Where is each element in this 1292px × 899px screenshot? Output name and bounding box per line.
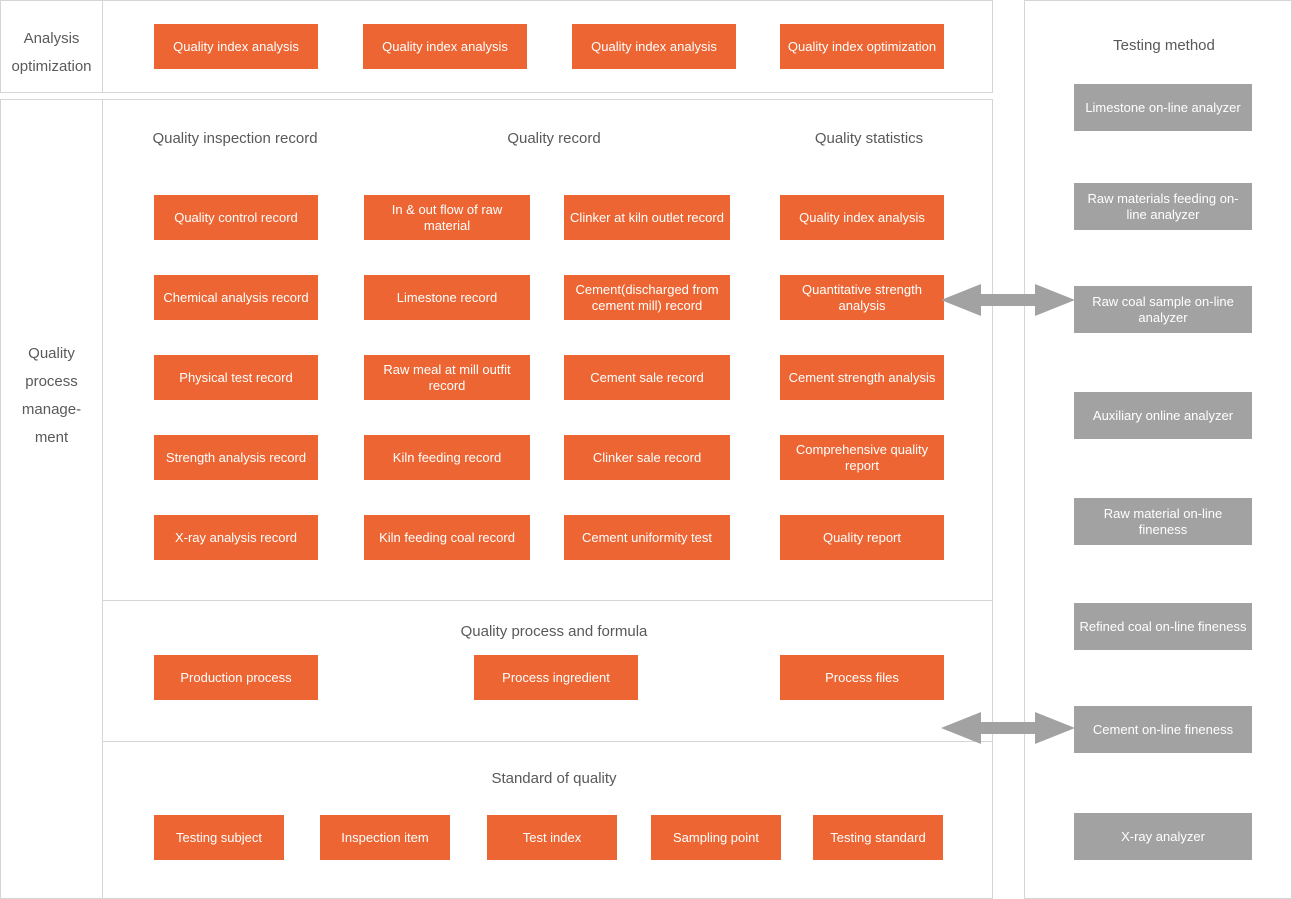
inspection-record-box-5[interactable]: X-ray analysis record <box>154 515 318 560</box>
quality-record-right-box-3-label: Cement sale record <box>590 369 704 385</box>
quality-statistics-box-5-label: Quality report <box>822 529 902 545</box>
quality-record-right-box-2[interactable]: Cement(discharged from cement mill) reco… <box>564 275 730 320</box>
quality-statistics-box-2[interactable]: Quantitative strength analysis <box>780 275 944 320</box>
inspection-record-box-4-label: Strength analysis record <box>165 449 307 465</box>
standard-box-5[interactable]: Testing standard <box>813 815 943 860</box>
inspection-record-box-5-label: X-ray analysis record <box>174 529 298 545</box>
inspection-record-box-3[interactable]: Physical test record <box>154 355 318 400</box>
standard-box-4-label: Sampling point <box>673 829 759 845</box>
quality-statistics-box-1[interactable]: Quality index analysis <box>780 195 944 240</box>
analysis-box-2[interactable]: Quality index analysis <box>363 24 527 69</box>
analysis-box-4[interactable]: Quality index optimization <box>780 24 944 69</box>
section-divider-standard <box>102 741 992 742</box>
quality-process-management-panel: Quality process manage- ment Quality ins… <box>0 99 993 899</box>
heading-quality-inspection-record: Quality inspection record <box>152 130 318 147</box>
quality-statistics-box-4[interactable]: Comprehensive quality report <box>780 435 944 480</box>
inspection-record-box-1-label: Quality control record <box>174 209 298 225</box>
quality-statistics-box-5[interactable]: Quality report <box>780 515 944 560</box>
analysis-box-1-label: Quality index analysis <box>173 38 299 54</box>
testing-method-panel: Testing method Limestone on-line analyze… <box>1024 0 1292 899</box>
formula-box-1-label: Production process <box>180 669 292 685</box>
inspection-record-box-2-label: Chemical analysis record <box>163 289 309 305</box>
standard-box-2-label: Inspection item <box>341 829 429 845</box>
formula-box-3[interactable]: Process files <box>780 655 944 700</box>
quality-record-right-box-4[interactable]: Clinker sale record <box>564 435 730 480</box>
quality-record-left-box-1[interactable]: In & out flow of raw material <box>364 195 530 240</box>
analysis-box-3-label: Quality index analysis <box>591 38 717 54</box>
analysis-box-2-label: Quality index analysis <box>382 38 508 54</box>
quality-record-right-box-5[interactable]: Cement uniformity test <box>564 515 730 560</box>
testing-method-box-3-label: Raw coal sample on-line analyzer <box>1092 293 1234 325</box>
quality-record-right-box-1[interactable]: Clinker at kiln outlet record <box>564 195 730 240</box>
quality-record-right-box-3[interactable]: Cement sale record <box>564 355 730 400</box>
standard-box-3[interactable]: Test index <box>487 815 617 860</box>
quality-record-left-box-4-label: Kiln feeding record <box>392 449 502 465</box>
quality-record-left-box-1-label: In & out flow of raw material <box>391 201 503 233</box>
testing-method-box-6[interactable]: Refined coal on-line fineness <box>1074 603 1252 650</box>
testing-method-box-4[interactable]: Auxiliary online analyzer <box>1074 392 1252 439</box>
quality-statistics-box-4-label: Comprehensive quality report <box>795 441 929 473</box>
formula-box-2[interactable]: Process ingredient <box>474 655 638 700</box>
panel-divider <box>102 100 103 898</box>
quality-record-right-box-2-label: Cement(discharged from cement mill) reco… <box>575 281 719 313</box>
heading-standard-of-quality: Standard of quality <box>491 770 617 787</box>
standard-box-4[interactable]: Sampling point <box>651 815 781 860</box>
testing-method-box-3[interactable]: Raw coal sample on-line analyzer <box>1074 286 1252 333</box>
formula-box-1[interactable]: Production process <box>154 655 318 700</box>
standard-box-1-label: Testing subject <box>176 829 262 845</box>
quality-record-right-box-5-label: Cement uniformity test <box>581 529 713 545</box>
inspection-record-box-4[interactable]: Strength analysis record <box>154 435 318 480</box>
heading-quality-record: Quality record <box>507 130 601 147</box>
row-label-analysis-optimization: Analysis optimization <box>11 30 92 75</box>
testing-method-box-1-label: Limestone on-line analyzer <box>1085 99 1241 115</box>
quality-record-left-box-2-label: Limestone record <box>396 289 498 305</box>
standard-box-1[interactable]: Testing subject <box>154 815 284 860</box>
quality-record-left-box-5[interactable]: Kiln feeding coal record <box>364 515 530 560</box>
analysis-optimization-panel: Analysis optimization Quality index anal… <box>0 0 993 93</box>
inspection-record-box-1[interactable]: Quality control record <box>154 195 318 240</box>
quality-statistics-box-3[interactable]: Cement strength analysis <box>780 355 944 400</box>
quality-record-left-box-5-label: Kiln feeding coal record <box>379 529 515 545</box>
standard-box-2[interactable]: Inspection item <box>320 815 450 860</box>
testing-method-box-8-label: X-ray analyzer <box>1121 828 1205 844</box>
analysis-box-3[interactable]: Quality index analysis <box>572 24 736 69</box>
testing-method-box-2-label: Raw materials feeding on-line analyzer <box>1087 190 1239 222</box>
testing-method-box-6-label: Refined coal on-line fineness <box>1079 618 1247 634</box>
heading-testing-method: Testing method <box>1113 37 1215 54</box>
standard-box-3-label: Test index <box>522 829 582 845</box>
inspection-record-box-2[interactable]: Chemical analysis record <box>154 275 318 320</box>
panel-divider <box>102 1 103 92</box>
quality-record-left-box-3[interactable]: Raw meal at mill outfit record <box>364 355 530 400</box>
testing-method-box-2[interactable]: Raw materials feeding on-line analyzer <box>1074 183 1252 230</box>
heading-quality-statistics: Quality statistics <box>814 130 924 147</box>
testing-method-box-1[interactable]: Limestone on-line analyzer <box>1074 84 1252 131</box>
quality-record-right-box-4-label: Clinker sale record <box>592 449 702 465</box>
analysis-box-1[interactable]: Quality index analysis <box>154 24 318 69</box>
quality-statistics-box-2-label: Quantitative strength analysis <box>802 281 922 313</box>
quality-statistics-box-3-label: Cement strength analysis <box>788 369 936 385</box>
testing-method-box-5-label: Raw material on-line fineness <box>1103 505 1223 537</box>
section-divider-formula <box>102 600 992 601</box>
standard-box-5-label: Testing standard <box>830 829 926 845</box>
inspection-record-box-3-label: Physical test record <box>179 369 293 385</box>
quality-statistics-box-1-label: Quality index analysis <box>799 209 925 225</box>
analysis-box-4-label: Quality index optimization <box>787 38 937 54</box>
row-label-quality-process-management: Quality process manage- ment <box>21 345 82 446</box>
testing-method-box-8[interactable]: X-ray analyzer <box>1074 813 1252 860</box>
formula-box-3-label: Process files <box>825 669 899 685</box>
testing-method-box-7[interactable]: Cement on-line fineness <box>1074 706 1252 753</box>
heading-quality-process-and-formula: Quality process and formula <box>460 623 648 640</box>
testing-method-box-4-label: Auxiliary online analyzer <box>1092 407 1234 423</box>
quality-record-right-box-1-label: Clinker at kiln outlet record <box>570 209 724 225</box>
formula-box-2-label: Process ingredient <box>502 669 610 685</box>
quality-record-left-box-2[interactable]: Limestone record <box>364 275 530 320</box>
testing-method-box-5[interactable]: Raw material on-line fineness <box>1074 498 1252 545</box>
quality-record-left-box-4[interactable]: Kiln feeding record <box>364 435 530 480</box>
testing-method-box-7-label: Cement on-line fineness <box>1092 721 1234 737</box>
quality-record-left-box-3-label: Raw meal at mill outfit record <box>383 361 511 393</box>
